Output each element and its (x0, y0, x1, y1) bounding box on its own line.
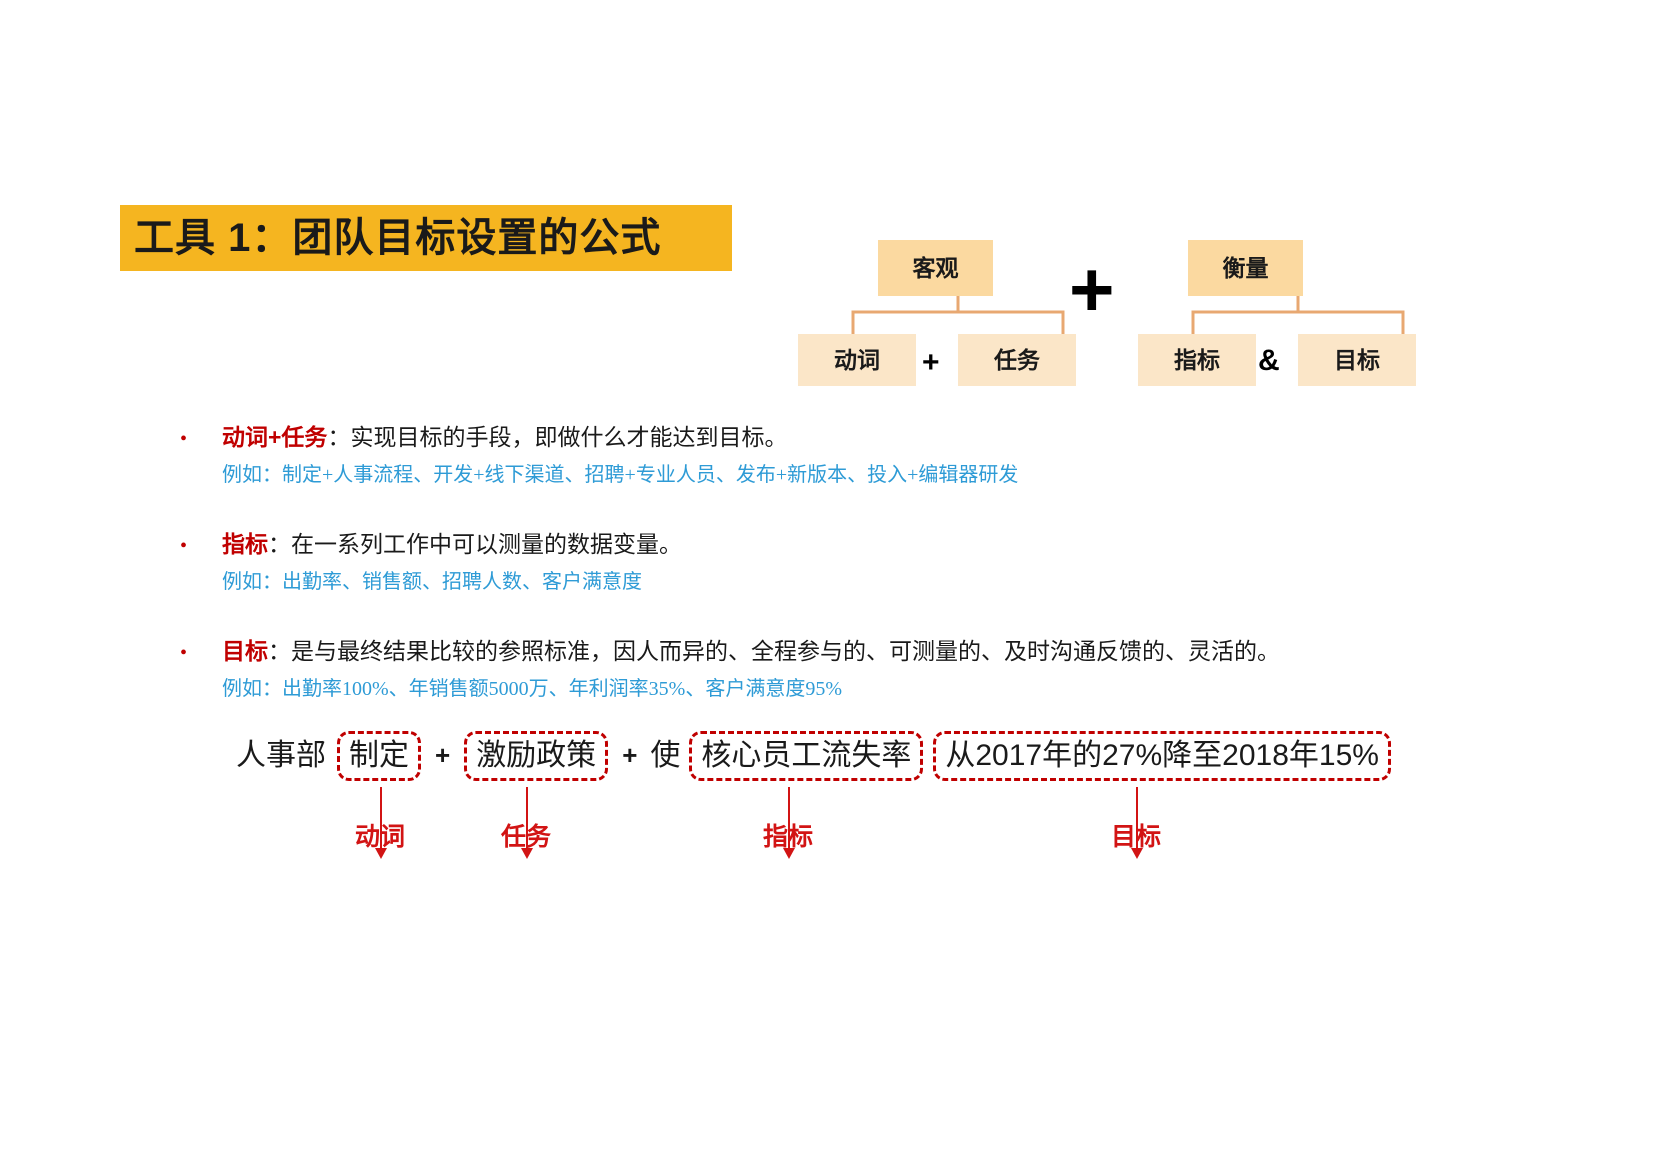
bullet-example-text: 例如：出勤率100%、年销售额5000万、年利润率35%、客户满意度95% (222, 678, 842, 700)
example-segment-metric: 核心员工流失率 (689, 731, 924, 781)
formula-diagram: 客观 动词 + 任务 + 衡量 指标 & 目标 (790, 240, 1416, 390)
definition-list: • 动词+任务 ： 实现目标的手段，即做什么才能达到目标。 例如：制定+人事流程… (180, 418, 1380, 739)
bullet-label: 目标 (222, 638, 268, 664)
arrow-to-target-icon (1131, 787, 1143, 859)
bracket-measure-icon (1191, 296, 1405, 334)
bullet-colon: ： (268, 532, 291, 557)
example-segment-department: 人事部 (236, 739, 326, 772)
worked-example: 人事部 制定 + 激励政策 + 使 核心员工流失率 从2017年的27%降至20… (230, 715, 1410, 895)
page-title: 工具 1：团队目标设置的公式 (134, 216, 662, 260)
diagram-box-target: 目标 (1298, 334, 1416, 386)
bullet-label: 指标 (222, 531, 268, 557)
bullet-example-text: 例如：出勤率、销售额、招聘人数、客户满意度 (222, 571, 642, 593)
diagram-operator-amp-b: & (1258, 344, 1280, 377)
bullet-body-text: 是与最终结果比较的参照标准，因人而异的、全程参与的、可测量的、及时沟通反馈的、灵… (291, 639, 1280, 664)
bullet-main-line: • 目标 ： 是与最终结果比较的参照标准，因人而异的、全程参与的、可测量的、及时… (180, 632, 1380, 666)
bullet-colon: ： (327, 425, 351, 450)
arrow-to-metric-icon (783, 787, 795, 859)
example-operator-1: + (435, 740, 451, 771)
bullet-colon: ： (268, 639, 291, 664)
diagram-box-metric: 指标 (1138, 334, 1256, 386)
bullet-dot-icon: • (180, 535, 188, 557)
title-banner: 工具 1：团队目标设置的公式 (120, 205, 732, 271)
list-item: • 动词+任务 ： 实现目标的手段，即做什么才能达到目标。 例如：制定+人事流程… (180, 418, 1380, 487)
example-segment-target: 从2017年的27%降至2018年15% (933, 731, 1391, 781)
tag-label-task: 任务 (500, 823, 552, 851)
example-operator-2: + (622, 740, 638, 771)
bullet-body-text: 实现目标的手段，即做什么才能达到目标。 (350, 425, 788, 450)
list-item: • 指标 ： 在一系列工作中可以测量的数据变量。 例如：出勤率、销售额、招聘人数… (180, 525, 1380, 594)
diagram-box-measure: 衡量 (1188, 240, 1303, 296)
bullet-main-line: • 指标 ： 在一系列工作中可以测量的数据变量。 (180, 525, 1380, 559)
diagram-box-task: 任务 (958, 334, 1076, 386)
diagram-operator-plus-center: + (1069, 245, 1115, 333)
bullet-dot-icon: • (180, 642, 188, 664)
bullet-main-line: • 动词+任务 ： 实现目标的手段，即做什么才能达到目标。 (180, 418, 1380, 452)
arrow-to-verb-icon (375, 787, 387, 859)
bracket-objective-icon (851, 296, 1065, 334)
bullet-body-text: 在一系列工作中可以测量的数据变量。 (291, 532, 682, 557)
bullet-label: 动词+任务 (222, 424, 328, 450)
diagram-box-objective: 客观 (878, 240, 993, 296)
example-sentence: 人事部 制定 + 激励政策 + 使 核心员工流失率 从2017年的27%降至20… (230, 731, 1396, 781)
tag-label-metric: 指标 (762, 823, 814, 851)
arrow-to-task-icon (521, 787, 533, 859)
example-segment-verb: 制定 (337, 731, 421, 781)
diagram-operator-plus-a: + (922, 346, 940, 379)
example-segment-task: 激励政策 (464, 731, 609, 781)
example-segment-connector: 使 (650, 739, 681, 772)
list-item: • 目标 ： 是与最终结果比较的参照标准，因人而异的、全程参与的、可测量的、及时… (180, 632, 1380, 701)
tag-label-verb: 动词 (354, 823, 406, 851)
tag-label-target: 目标 (1110, 823, 1162, 851)
bullet-dot-icon: • (180, 428, 188, 450)
bullet-example-text: 例如：制定+人事流程、开发+线下渠道、招聘+专业人员、发布+新版本、投入+编辑器… (222, 464, 1019, 486)
diagram-box-verb: 动词 (798, 334, 916, 386)
